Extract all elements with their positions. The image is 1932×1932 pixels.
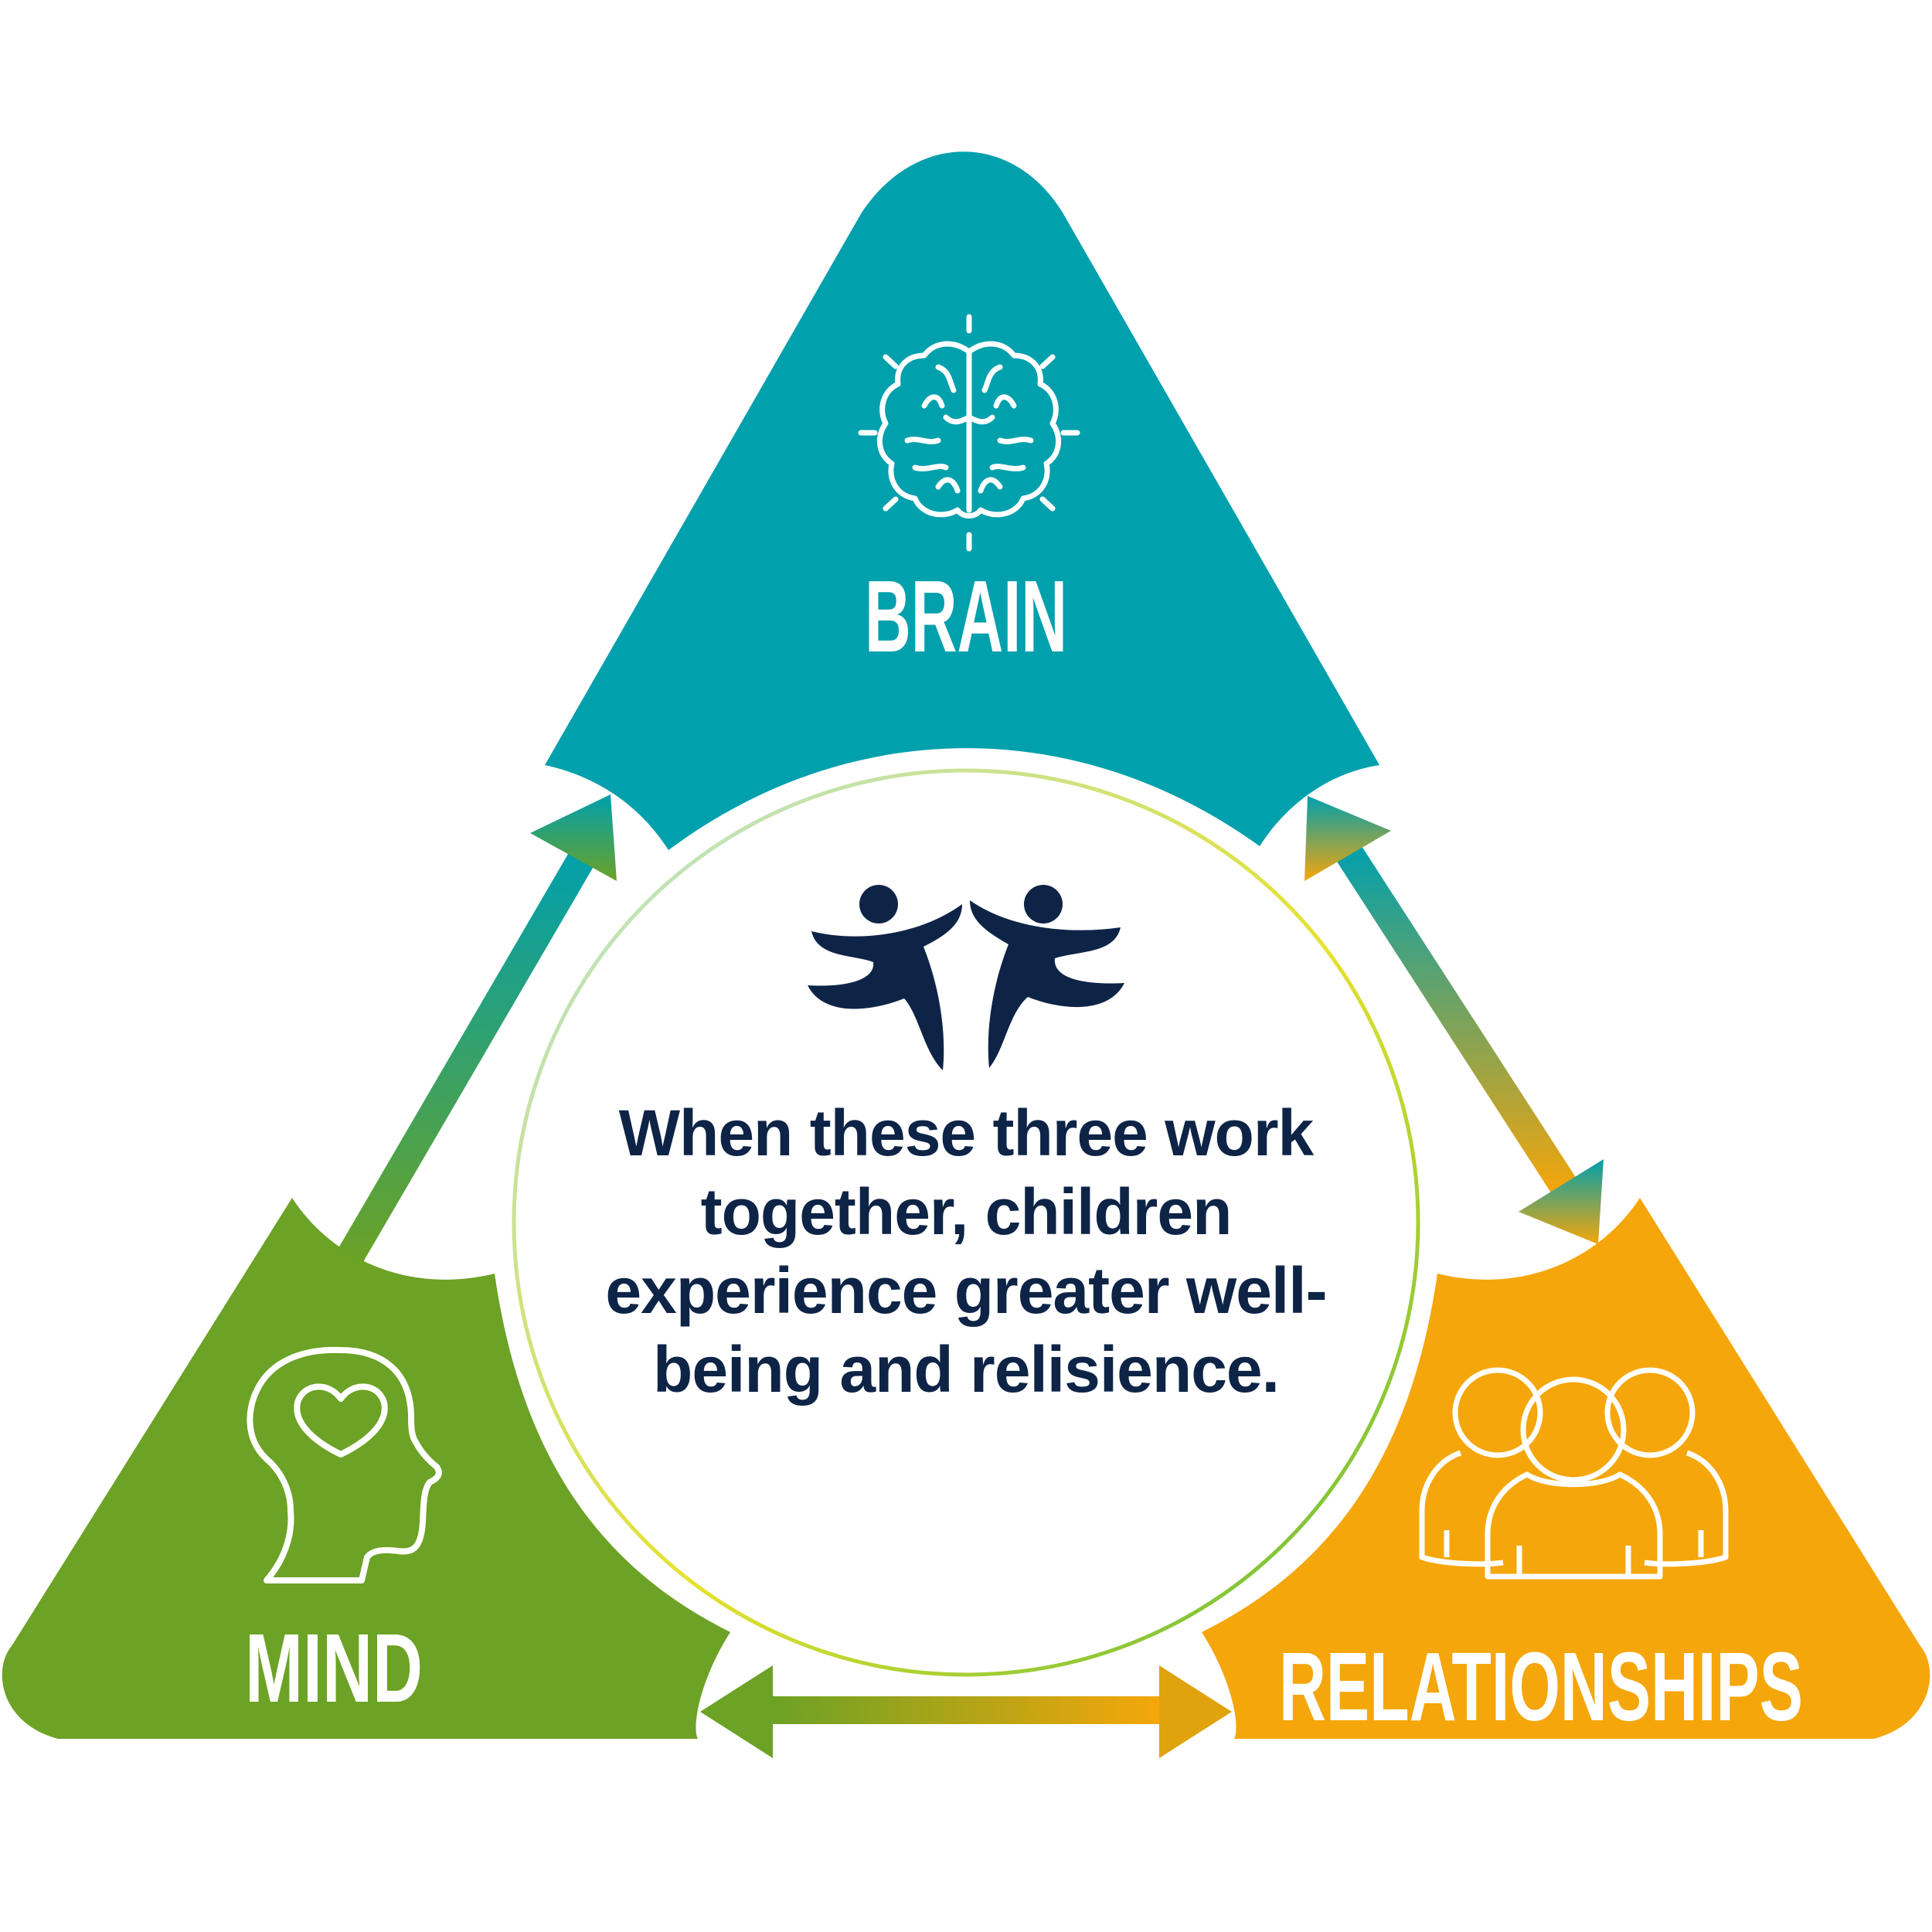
brain-label: BRAIN: [865, 560, 1067, 673]
mind-relationships-arrow: [700, 1665, 1232, 1758]
children-jumping-icon: [808, 885, 1124, 1070]
relationships-label: RELATIONSHIPS: [1279, 1632, 1803, 1741]
center-circle: [512, 768, 1420, 1677]
brain-segment: [545, 151, 1379, 850]
mind-segment: [2, 1198, 730, 1739]
brain-relationships-arrow: [1304, 796, 1604, 1244]
center-text: When these three work together, children…: [605, 1097, 1327, 1406]
brain-icon: [858, 314, 1080, 552]
head-heart-icon: [247, 1346, 442, 1583]
relationships-segment: [1202, 1198, 1930, 1739]
group-people-icon: [1419, 1367, 1729, 1580]
mind-brain-arrow: [336, 794, 617, 1266]
mind-label: MIND: [245, 1614, 423, 1723]
